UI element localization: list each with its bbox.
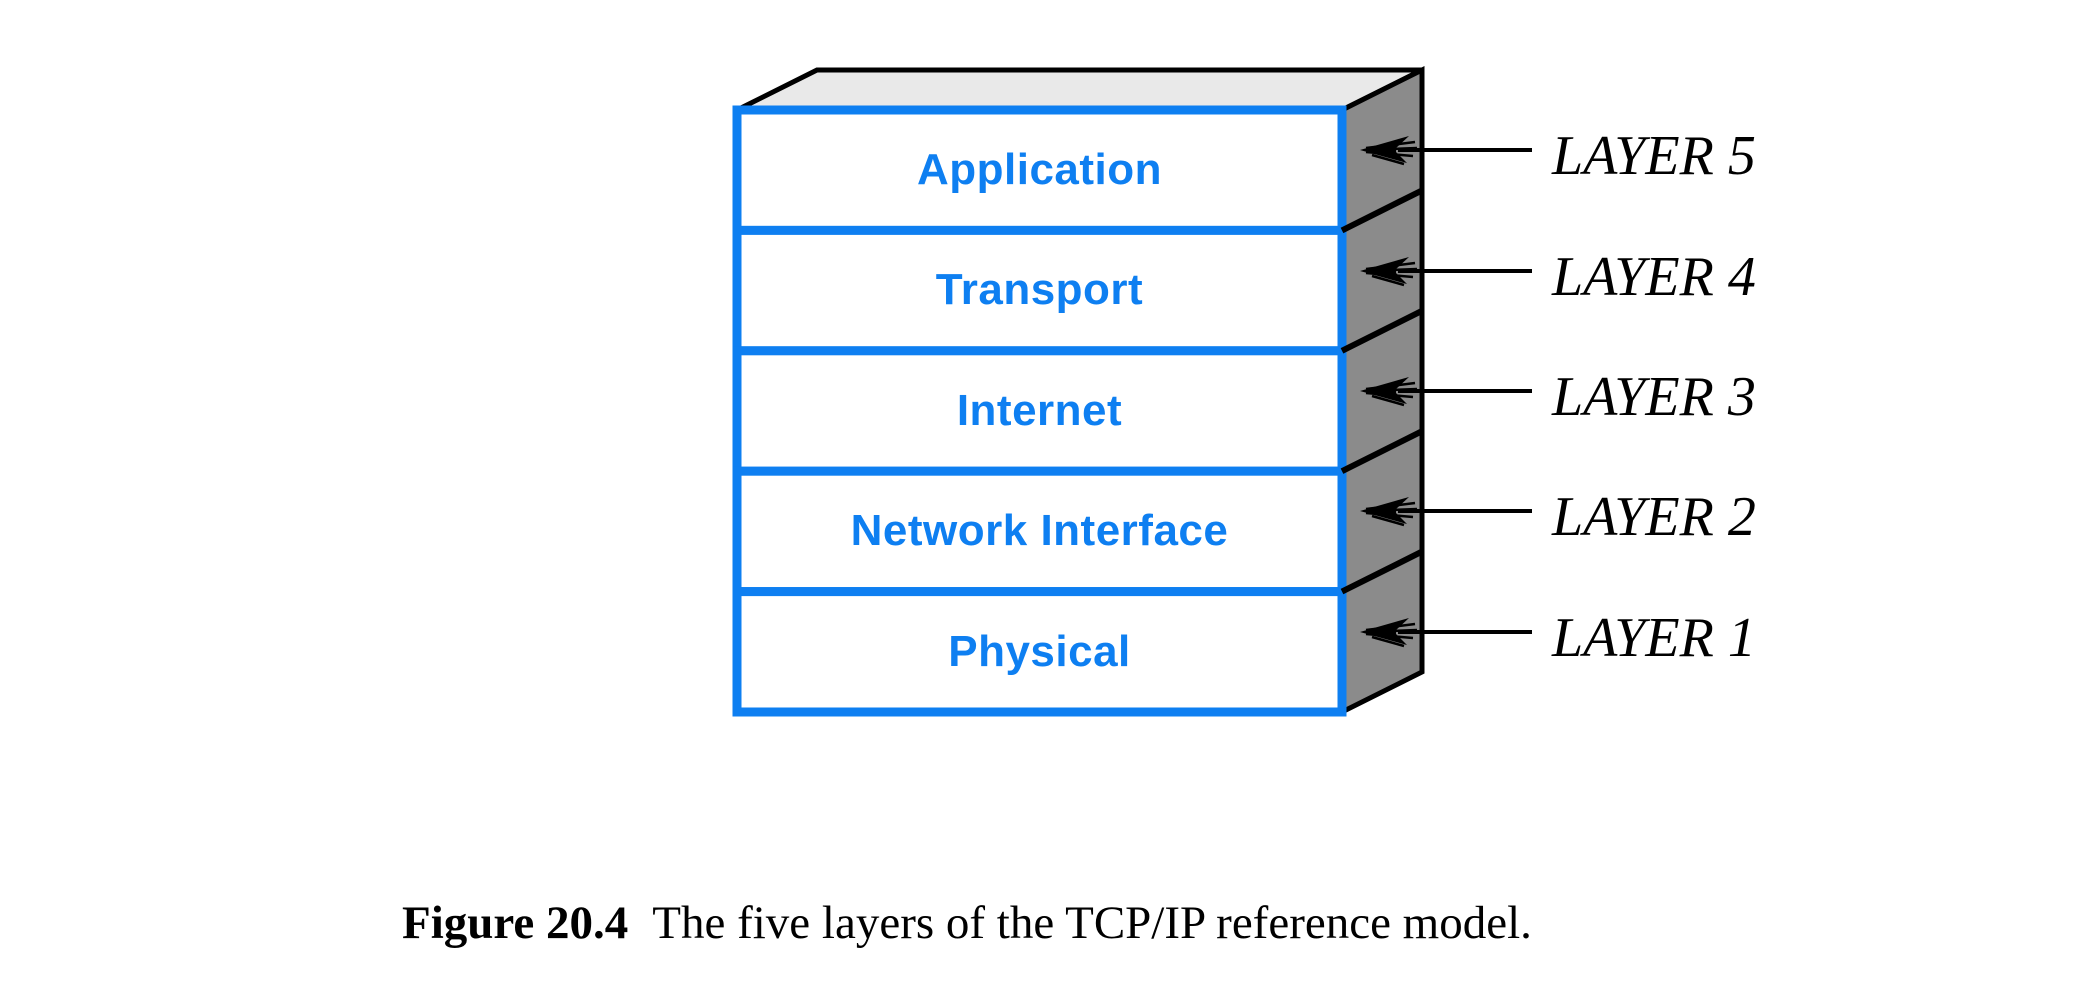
layer-box-physical xyxy=(732,587,1347,717)
layer-box-application xyxy=(732,105,1347,235)
layer-label-transport: Transport xyxy=(935,265,1144,314)
figure-caption: Figure 20.4 The five layers of the TCP/IP… xyxy=(402,896,1532,950)
layer-label-physical: Physical xyxy=(948,627,1131,676)
side-divider-line xyxy=(1340,428,1424,474)
layer-box-network-interface xyxy=(732,466,1347,597)
annotation-layer-3: LAYER 3 xyxy=(1552,366,1756,428)
layer-label-internet: Internet xyxy=(956,386,1123,435)
figure-caption-number: Figure 20.4 xyxy=(402,897,629,949)
figure-caption-text: The five layers of the TCP/IP reference … xyxy=(652,897,1532,949)
layer-label-application: Application xyxy=(916,145,1163,194)
annotation-layer-4: LAYER 4 xyxy=(1552,246,1756,308)
annotation-layer-2: LAYER 2 xyxy=(1552,486,1756,548)
annotation-layer-5: LAYER 5 xyxy=(1552,125,1756,187)
annotation-layer-1: LAYER 1 xyxy=(1552,607,1756,669)
side-divider-line xyxy=(1340,187,1424,234)
side-divider-line xyxy=(1340,308,1424,354)
box-top-face xyxy=(735,67,1424,113)
layer-label-network-interface: Network Interface xyxy=(850,506,1229,555)
side-divider-line xyxy=(1340,548,1424,595)
